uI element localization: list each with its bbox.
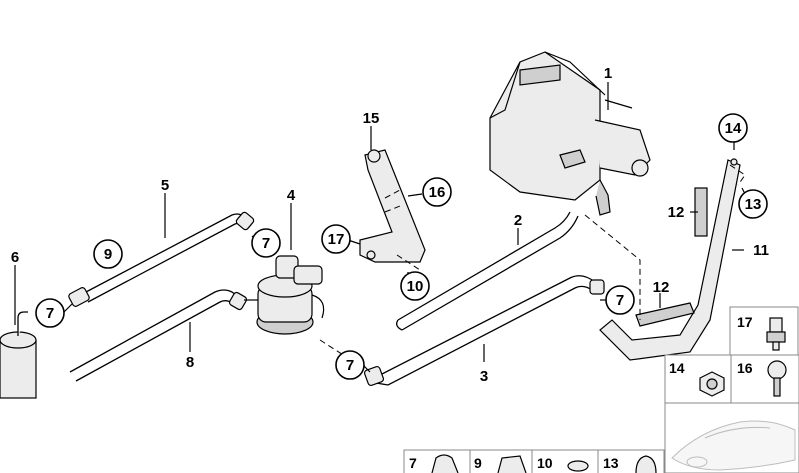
part-12-pads <box>635 187 708 327</box>
svg-text:10: 10 <box>407 278 424 295</box>
callout-13: 13 <box>738 189 768 219</box>
part-6-filter <box>0 311 37 399</box>
hose-9 <box>68 211 255 307</box>
panel-16: 16 <box>730 354 799 404</box>
bottom-panel-7: 7 <box>403 449 471 473</box>
part-15-bracket <box>359 149 426 263</box>
leader-lines <box>14 82 746 373</box>
part-11-strap <box>599 158 741 361</box>
guide-lines <box>319 164 746 359</box>
label-12-lower: 12 <box>653 279 670 296</box>
svg-text:9: 9 <box>474 455 482 471</box>
svg-text:17: 17 <box>328 231 345 248</box>
svg-text:10: 10 <box>537 455 553 471</box>
svg-text:7: 7 <box>409 455 417 471</box>
hose-8 <box>69 289 248 382</box>
callout-10: 10 <box>400 271 430 301</box>
svg-text:14: 14 <box>669 360 685 376</box>
callout-7-a: 7 <box>251 228 281 258</box>
part-1-canister <box>489 51 651 216</box>
label-1: 1 <box>604 65 612 82</box>
callout-14: 14 <box>718 113 748 143</box>
label-3: 3 <box>480 368 488 385</box>
label-8: 8 <box>186 354 194 371</box>
callout-9: 9 <box>93 239 123 269</box>
label-2: 2 <box>514 212 522 229</box>
hose-2 <box>396 211 579 331</box>
label-5: 5 <box>161 177 169 194</box>
svg-text:13: 13 <box>603 455 619 471</box>
callout-7-d: 7 <box>605 285 635 315</box>
panel-17: 17 <box>729 306 799 356</box>
vehicle-thumbnail <box>664 402 799 473</box>
svg-text:9: 9 <box>104 246 112 263</box>
callout-17: 17 <box>321 224 351 254</box>
label-4: 4 <box>287 187 296 204</box>
bottom-panel-10: 10 <box>531 449 599 473</box>
svg-text:7: 7 <box>46 305 54 322</box>
part-4-valve <box>244 255 325 335</box>
callout-7-b: 7 <box>35 298 65 328</box>
svg-text:16: 16 <box>429 184 446 201</box>
svg-text:16: 16 <box>737 360 753 376</box>
callout-7-c: 7 <box>335 350 365 380</box>
label-12-upper: 12 <box>668 204 685 221</box>
callout-16: 16 <box>422 177 452 207</box>
bottom-panel-13: 13 <box>597 449 665 473</box>
bottom-panel-9: 9 <box>469 449 533 473</box>
label-11: 11 <box>753 242 769 259</box>
svg-text:7: 7 <box>346 357 354 374</box>
label-15: 15 <box>363 110 380 127</box>
svg-text:7: 7 <box>262 235 270 252</box>
label-6: 6 <box>11 249 19 266</box>
svg-text:13: 13 <box>745 196 762 213</box>
panel-14: 14 <box>664 354 732 404</box>
svg-text:17: 17 <box>737 314 753 330</box>
svg-text:7: 7 <box>616 292 624 309</box>
svg-text:14: 14 <box>725 120 742 137</box>
